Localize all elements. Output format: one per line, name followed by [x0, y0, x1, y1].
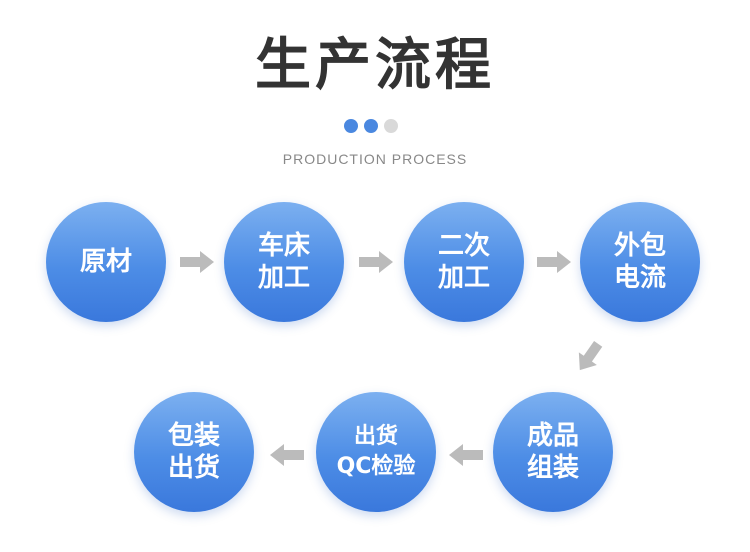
arrow-right-icon: [359, 251, 393, 273]
arrow-left-icon: [270, 444, 304, 466]
arrow-right-icon: [180, 251, 214, 273]
step-label-line: 包装: [167, 421, 220, 451]
step-label-line: 加工: [257, 263, 310, 293]
dot-1: [344, 119, 358, 133]
step-label-line: 二次: [437, 231, 490, 261]
step-packaging-shipping: 包装 出货: [134, 392, 254, 512]
step-label-line: 出货: [353, 424, 398, 449]
step-outsourced-plating: 外包 电流: [580, 202, 700, 322]
step-assembly: 成品 组装: [493, 392, 613, 512]
step-shipping-qc: 出货 QC检验: [316, 392, 436, 512]
decorative-dots: [344, 119, 398, 133]
step-label-line: 加工: [437, 263, 490, 293]
step-label-line: 电流: [613, 263, 666, 293]
step-label-line: 原材: [79, 247, 132, 277]
step-raw-material: 原材: [46, 202, 166, 322]
page-title: 生产流程: [255, 33, 495, 98]
step-lathe-processing: 车床 加工: [224, 202, 344, 322]
dot-3: [384, 119, 398, 133]
step-secondary-processing: 二次 加工: [404, 202, 524, 322]
dot-2: [364, 119, 378, 133]
step-label-line: QC检验: [336, 454, 416, 479]
arrow-right-icon: [537, 251, 571, 273]
step-label-line: 成品: [526, 421, 579, 451]
step-label-line: 车床: [257, 231, 310, 261]
page-subtitle: PRODUCTION PROCESS: [282, 151, 468, 167]
step-label-line: 外包: [613, 231, 666, 261]
arrow-left-icon: [449, 444, 483, 466]
step-label-line: 组装: [526, 453, 579, 483]
step-label-line: 出货: [167, 453, 220, 483]
arrow-down-left-icon: [578, 341, 603, 371]
